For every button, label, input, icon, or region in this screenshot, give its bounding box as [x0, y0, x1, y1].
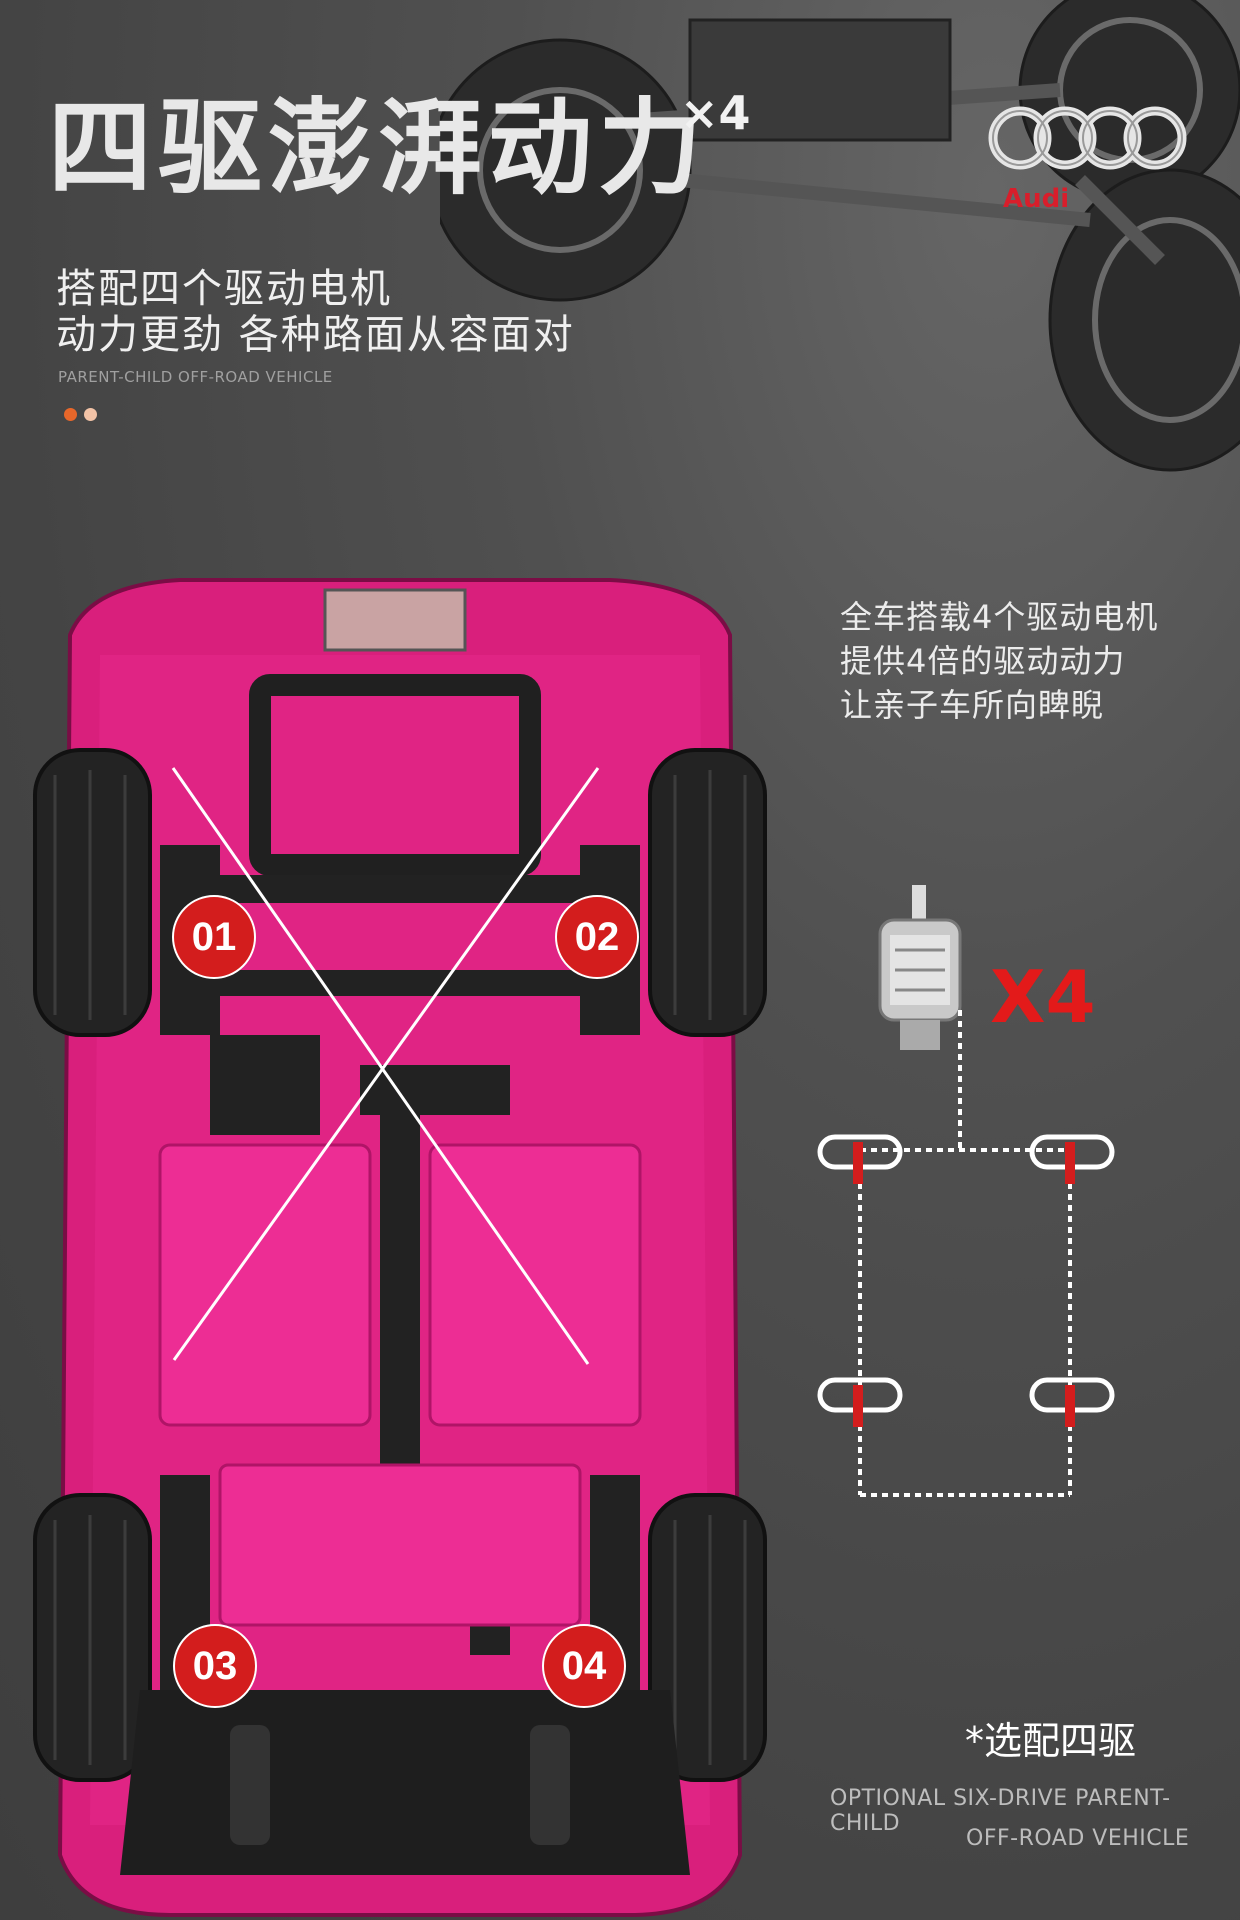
front-left-tire [33, 748, 152, 1037]
front-left-wheel [440, 38, 692, 302]
floor-panel-left [158, 1143, 372, 1427]
motor-info-line1: 全车搭载4个驱动电机 [840, 598, 1159, 636]
car-underside [33, 578, 767, 1917]
optional-english-line2: OFF-ROAD VEHICLE [966, 1826, 1190, 1851]
front-right-tire [648, 748, 767, 1037]
audi-wordmark: Audi [1003, 184, 1070, 214]
floor-panel-right [428, 1143, 642, 1427]
subtitle-line2: 动力更劲 各种路面从容面对 [56, 312, 575, 358]
chassis-illustration [440, 0, 1240, 472]
drive-diagram [817, 1010, 1115, 1497]
audi-logo [988, 106, 1187, 170]
x4-red-label: X4 [990, 955, 1096, 1039]
optional-english-line1: OPTIONAL SIX-DRIVE PARENT-CHILD [830, 1786, 1171, 1836]
rear-right-tire [648, 1493, 767, 1782]
subtitle-line1: 搭配四个驱动电机 [56, 266, 392, 312]
dot-peach [84, 408, 97, 421]
indicator-dots [64, 406, 104, 425]
motor-marker-01: 01 [172, 895, 256, 979]
motor-marker-04: 04 [542, 1624, 626, 1708]
motor-icon [878, 885, 962, 1050]
page-title: 四驱澎湃动力 [48, 87, 709, 209]
optional-4wd-label: *选配四驱 [965, 1719, 1137, 1763]
rear-bumper [120, 1690, 690, 1875]
front-frame [249, 674, 541, 876]
rear-left-tire [33, 1493, 152, 1782]
rear-right-wheel [1048, 168, 1240, 472]
motor-marker-03: 03 [173, 1624, 257, 1708]
motor-info-line3: 让亲子车所向睥睨 [840, 686, 1105, 724]
front-axle-bar [170, 875, 630, 903]
motor-marker-02: 02 [555, 895, 639, 979]
dot-orange [64, 408, 77, 421]
x4-label: ×4 [680, 86, 751, 140]
english-caption: PARENT-CHILD OFF-ROAD VEHICLE [58, 368, 333, 386]
motor-info-line2: 提供4倍的驱动动力 [840, 642, 1126, 680]
